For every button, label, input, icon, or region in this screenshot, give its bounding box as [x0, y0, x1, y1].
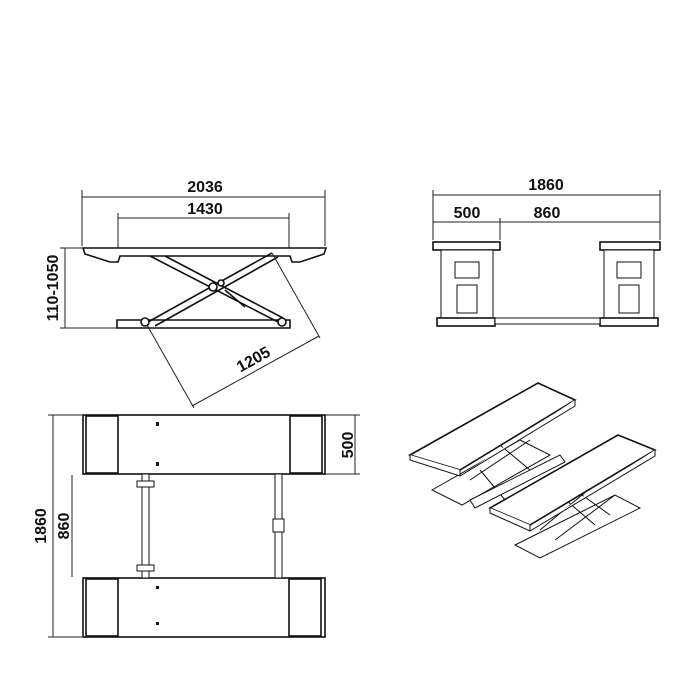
pivot-pin: [217, 279, 225, 287]
top-platform: [82, 414, 326, 475]
hydraulic-cylinder: [224, 289, 246, 308]
dimension-extension-line: [271, 252, 321, 339]
dimension-extension-line: [146, 324, 195, 409]
bar-clamp: [136, 480, 155, 488]
bolt: [156, 462, 159, 466]
dimension-label-1205: 1205: [234, 344, 273, 376]
cross-bar: [494, 317, 601, 325]
bar-clamp: [136, 564, 155, 572]
bottom-platform: [82, 577, 326, 638]
left-platform: [432, 241, 501, 251]
front-view: 1860 500 860: [432, 177, 661, 327]
right-cylinder: [618, 284, 640, 314]
left-cylinder: [456, 284, 478, 314]
right-cylinder-head: [616, 261, 642, 279]
side-view: 2036 1430 110-1050 1205: [45, 179, 328, 409]
right-base-iso: [513, 494, 642, 559]
scissor-arm: [164, 255, 284, 319]
dimension-line-1205: [191, 335, 320, 407]
left-cylinder-head: [454, 261, 480, 279]
right-base: [599, 317, 659, 327]
cross-bar-iso: [469, 454, 566, 509]
dimension-label-860: 860: [534, 205, 561, 222]
bolt: [156, 422, 159, 426]
platform: [81, 247, 328, 263]
left-platform-edge: [409, 400, 576, 477]
right-scissor-iso: [539, 479, 616, 541]
ramp-pad: [288, 578, 322, 637]
left-base: [436, 317, 496, 327]
base-frame: [116, 319, 291, 329]
roller: [140, 317, 150, 327]
scissor-arm: [154, 256, 279, 327]
connecting-bar: [141, 473, 150, 579]
ramp-pad: [289, 415, 323, 474]
right-platform: [599, 241, 661, 251]
right-platform-edge: [489, 450, 656, 532]
isometric-view: [407, 382, 657, 559]
dimension-label-1430: 1430: [187, 201, 223, 218]
pivot-pin: [208, 282, 218, 292]
bolt: [156, 622, 159, 625]
dimension-label-2036: 2036: [187, 179, 223, 196]
dimension-label-500-vertical: 500: [340, 432, 357, 459]
dimension-label-1860: 1860: [528, 177, 564, 194]
dimension-label-height: 110-1050: [45, 255, 62, 322]
top-view: 1860 860 500: [33, 414, 360, 638]
ramp-pad: [85, 578, 119, 637]
dimension-label-860-vertical: 860: [56, 513, 73, 540]
dimension-label-1860-vertical: 1860: [33, 508, 50, 544]
bolt: [156, 586, 159, 589]
dimension-label-500: 500: [454, 205, 481, 222]
ramp-pad: [85, 415, 119, 474]
bar-coupling: [272, 518, 285, 533]
roller: [277, 317, 287, 327]
